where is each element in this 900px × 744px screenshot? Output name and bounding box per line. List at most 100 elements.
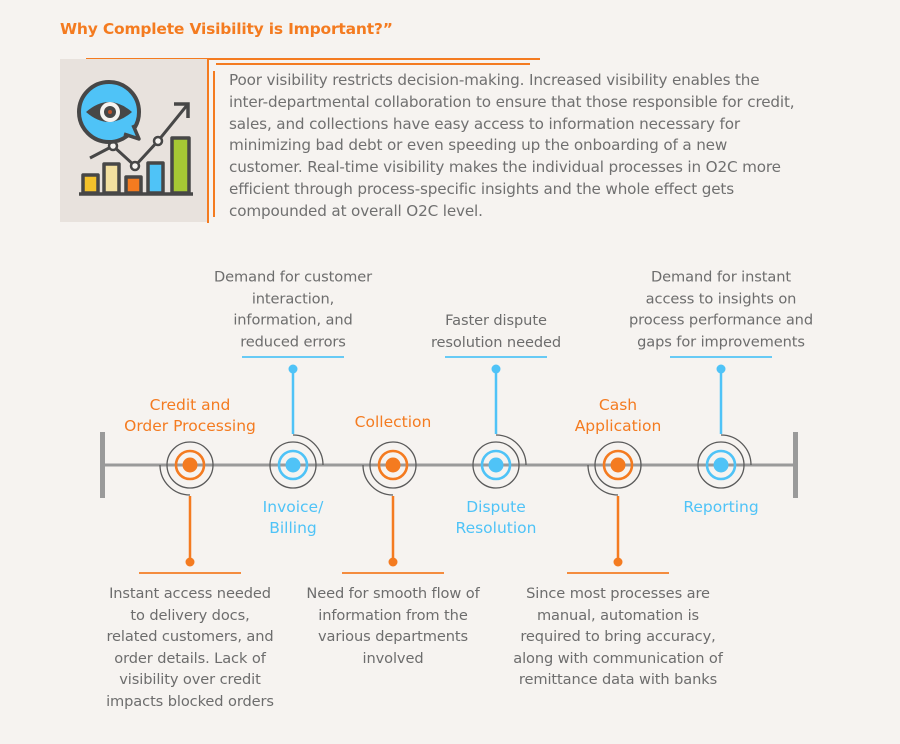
node-dot — [713, 457, 729, 473]
intro-line: inter-departmental collaboration to ensu… — [229, 92, 795, 111]
intro-line: Poor visibility restricts decision-makin… — [229, 71, 760, 89]
stage-label-line: Cash — [598, 396, 638, 414]
node-dot — [488, 457, 504, 473]
intro-line: compounded at overall O2C level. — [229, 201, 483, 220]
stage-node-credit — [139, 441, 241, 574]
stage-label-reporting: Reporting — [683, 497, 758, 518]
stage-note-cash: Since most processes are manual, automati… — [513, 583, 723, 691]
stage-note-line: impacts blocked orders — [106, 692, 274, 710]
outer-arc — [495, 434, 527, 466]
stage-note-invoice: Demand for customer interaction, informati… — [214, 267, 372, 353]
stage-label-invoice: Invoice/Billing — [263, 497, 324, 539]
stage-note-line: information, and — [233, 311, 353, 329]
node-dot — [182, 457, 198, 473]
stage-note-line: process performance and — [629, 311, 813, 329]
connector-dot — [716, 364, 726, 374]
stage-label-line: Application — [574, 417, 662, 435]
stage-node-dispute — [445, 356, 547, 489]
outer-ring — [166, 441, 214, 489]
stage-note-line: Demand for instant — [651, 268, 791, 286]
outer-arc — [362, 464, 394, 496]
stage-note-line: to delivery docs, — [130, 606, 250, 624]
stage-note-line: order details. Lack of — [114, 649, 266, 667]
stage-node-invoice — [242, 356, 344, 489]
stage-label-line: Collection — [354, 413, 432, 431]
outer-ring — [269, 441, 317, 489]
stage-note-line: interaction, — [251, 290, 335, 308]
eye-analytics-chart-icon — [77, 80, 193, 196]
inner-ring — [602, 449, 634, 481]
connector-dot — [185, 557, 195, 567]
vertical-accent-line — [207, 59, 209, 223]
top-accent-line — [86, 58, 540, 60]
node-dot — [285, 457, 301, 473]
outer-arc — [587, 464, 619, 496]
stage-note-line: Demand for customer — [213, 268, 373, 286]
stage-note-line: along with communication of — [513, 649, 723, 667]
stage-label-line: Reporting — [683, 498, 759, 516]
stage-note-credit: Instant access needed to delivery docs, re… — [106, 583, 274, 713]
stage-note-collection: Need for smooth flow of information from … — [306, 583, 479, 669]
top-accent-line-inner — [216, 63, 530, 65]
outer-arc — [292, 434, 324, 466]
inner-ring — [277, 449, 309, 481]
stage-label-line: Billing — [269, 519, 317, 537]
inner-ring — [480, 449, 512, 481]
stage-note-line: Faster dispute — [445, 311, 547, 329]
stage-note-line: Need for smooth flow of — [306, 585, 480, 602]
outer-arc — [159, 464, 191, 496]
stage-note-line: required to bring accuracy, — [520, 628, 716, 646]
stage-label-line: Order Processing — [124, 417, 256, 435]
stage-note-line: access to insights on — [645, 290, 797, 308]
stage-note-line: Instant access needed — [109, 585, 271, 602]
node-dot — [610, 457, 626, 473]
visibility-illustration — [60, 59, 207, 222]
inner-ring — [705, 449, 737, 481]
stage-note-line: involved — [362, 649, 424, 667]
stage-label-line: Credit and — [149, 396, 231, 414]
timeline-start-cap — [100, 432, 105, 498]
intro-line: sales, and collections have easy access … — [229, 114, 740, 133]
node-dot — [385, 457, 401, 473]
stage-note-line: resolution needed — [430, 333, 562, 351]
timeline-end-cap — [793, 432, 798, 498]
outer-ring — [369, 441, 417, 489]
outer-ring — [594, 441, 642, 489]
intro-line: efficient through process-specific insig… — [229, 179, 734, 198]
inner-ring — [377, 449, 409, 481]
stage-node-reporting — [670, 356, 772, 489]
outer-ring — [697, 441, 745, 489]
stage-label-line: Resolution — [455, 519, 537, 537]
outer-ring — [472, 441, 520, 489]
stage-note-line: manual, automation is — [536, 606, 700, 624]
stage-note-reporting: Demand for instant access to insights on p… — [629, 267, 813, 353]
stage-note-line: related customers, and — [106, 628, 274, 646]
stage-note-line: Since most processes are — [526, 585, 710, 602]
connector-dot — [613, 557, 623, 567]
stage-node-collection — [342, 441, 444, 574]
intro-line: minimizing bad debt or even speeding up … — [229, 136, 728, 155]
connector-dot — [388, 557, 398, 567]
stage-note-line: gaps for improvements — [637, 333, 805, 351]
stage-note-dispute: Faster dispute resolution needed — [431, 310, 561, 353]
stage-note-line: various departments — [317, 628, 469, 646]
stage-note-line: remittance data with banks — [518, 671, 718, 689]
stage-note-line: information from the — [318, 606, 468, 624]
stage-label-line: Dispute — [466, 498, 526, 516]
page-title: Why Complete Visibility is Important?” — [60, 20, 393, 38]
stage-note-line: visibility over credit — [119, 671, 261, 689]
connector-dot — [288, 364, 298, 374]
stage-node-cash — [567, 441, 669, 574]
inner-ring — [174, 449, 206, 481]
stage-note-line: reduced errors — [240, 333, 346, 351]
intro-paragraph: Poor visibility restricts decision-makin… — [229, 70, 859, 223]
intro-line: customer. Real-time visibility makes the… — [229, 158, 781, 177]
stage-label-line: Invoice/ — [262, 498, 324, 516]
outer-arc — [720, 434, 752, 466]
stage-label-collection: Collection — [355, 412, 432, 433]
connector-dot — [491, 364, 501, 374]
